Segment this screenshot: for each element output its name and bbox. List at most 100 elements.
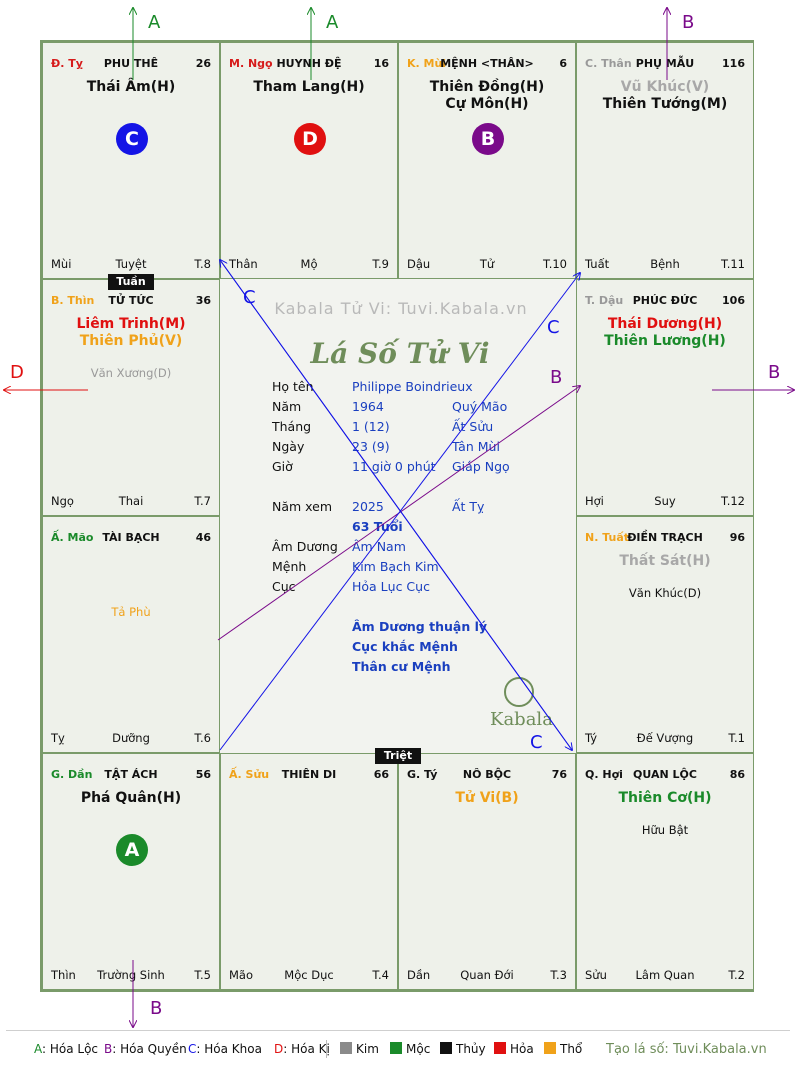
info-value: 2025 — [352, 499, 384, 514]
footer-stage: Mộ — [300, 257, 318, 271]
info-note: Âm Dương thuận lý — [352, 619, 488, 634]
footer-stage: Đế Vượng — [636, 731, 694, 745]
palace-number: 36 — [195, 294, 211, 307]
footer-period: T.3 — [550, 968, 567, 982]
footer-period: T.1 — [728, 731, 745, 745]
triet-tag: Triệt — [375, 748, 421, 764]
info-value: Âm Nam — [352, 539, 406, 554]
can-chi: M. Ngọ — [229, 57, 273, 70]
info-value-canchi: Ất Sửu — [452, 419, 494, 434]
legend-text: : Hóa Khoa — [196, 1042, 262, 1056]
palace-name: TỬ TỨC — [108, 294, 154, 307]
transform-badge: B — [472, 123, 504, 155]
footer-branch: Sửu — [585, 968, 607, 982]
palace-number: 46 — [195, 531, 211, 544]
footer-period: T.8 — [194, 257, 211, 271]
footer-branch: Mùi — [51, 257, 72, 271]
element-label: Hỏa — [510, 1042, 534, 1056]
footer-branch: Tuất — [585, 257, 610, 271]
main-star: Thái Âm(H) — [86, 79, 176, 95]
legend-element: Hỏa — [494, 1042, 534, 1056]
footer-branch: Thìn — [51, 968, 76, 982]
center-info-panel: Kabala Tử Vi: Tuvi.Kabala.vn Lá Số Tử Vi… — [220, 279, 576, 753]
main-star: Liêm Trinh(M) — [76, 316, 186, 332]
arrow-label-a: A — [326, 12, 339, 33]
footer-stage: Lâm Quan — [635, 968, 695, 982]
info-label: Năm — [272, 399, 302, 414]
element-swatch — [494, 1042, 506, 1054]
arrow-label-a: A — [148, 12, 161, 33]
footer-period: T.9 — [372, 257, 389, 271]
footer-stage: Tuyệt — [115, 257, 147, 271]
main-star: Thiên Lương(H) — [604, 333, 726, 349]
main-star: Thiên Đồng(H) — [429, 79, 545, 95]
can-chi: Ấ. Sửu — [229, 768, 270, 781]
footer-period: T.11 — [721, 257, 745, 271]
tuan-tag: Tuần — [108, 274, 154, 290]
logo-text: Kabala — [490, 709, 553, 730]
legend-key: D — [274, 1042, 284, 1056]
footer-branch: Thân — [229, 257, 258, 271]
element-swatch — [340, 1042, 352, 1054]
footer-stage: Mộc Dục — [284, 968, 334, 982]
arrow-label-c: C — [243, 287, 256, 308]
info-label: Giờ — [272, 459, 293, 474]
info-value: 11 giờ 0 phút — [352, 459, 436, 474]
palace-number: 66 — [373, 768, 389, 781]
legend-item: C: Hóa Khoa — [188, 1042, 262, 1056]
palace-number: 86 — [729, 768, 745, 781]
element-swatch — [440, 1042, 452, 1054]
footer-stage: Dưỡng — [112, 731, 150, 745]
info-label: Tháng — [272, 419, 312, 434]
legend-key: A — [34, 1042, 42, 1056]
can-chi: K. Mùi — [407, 57, 447, 70]
footer-period: T.6 — [194, 731, 211, 745]
arrow-c-3 — [219, 273, 580, 751]
palace-number: 116 — [722, 57, 745, 70]
info-value: Philippe Boindrieux — [352, 379, 473, 394]
info-label: Ngày — [272, 439, 305, 454]
info-value: 1 (12) — [352, 419, 390, 434]
palace-number: 96 — [729, 531, 745, 544]
info-note: Cục khắc Mệnh — [352, 639, 458, 654]
palace-number: 106 — [722, 294, 745, 307]
minor-star: Tả Phù — [111, 605, 151, 619]
can-chi: Đ. Tỵ — [51, 57, 83, 70]
footer-period: T.7 — [194, 494, 211, 508]
watermark-text: Kabala Tử Vi: Tuvi.Kabala.vn — [274, 299, 528, 318]
palace-name: HUYNH ĐỆ — [276, 57, 342, 70]
arrow-c-2 — [219, 259, 572, 750]
site-link[interactable]: Tạo lá số: Tuvi.Kabala.vn — [606, 1042, 767, 1057]
palace-number: 6 — [559, 57, 567, 70]
main-star: Thái Dương(H) — [607, 316, 723, 332]
arrow-label-b: B — [550, 367, 563, 388]
can-chi: N. Tuất — [585, 531, 630, 544]
info-label: Năm xem — [272, 499, 333, 514]
element-label: Kim — [356, 1042, 379, 1056]
main-star: Thất Sát(H) — [619, 553, 711, 569]
info-note: Thân cư Mệnh — [352, 659, 451, 674]
can-chi: T. Dậu — [585, 294, 624, 307]
